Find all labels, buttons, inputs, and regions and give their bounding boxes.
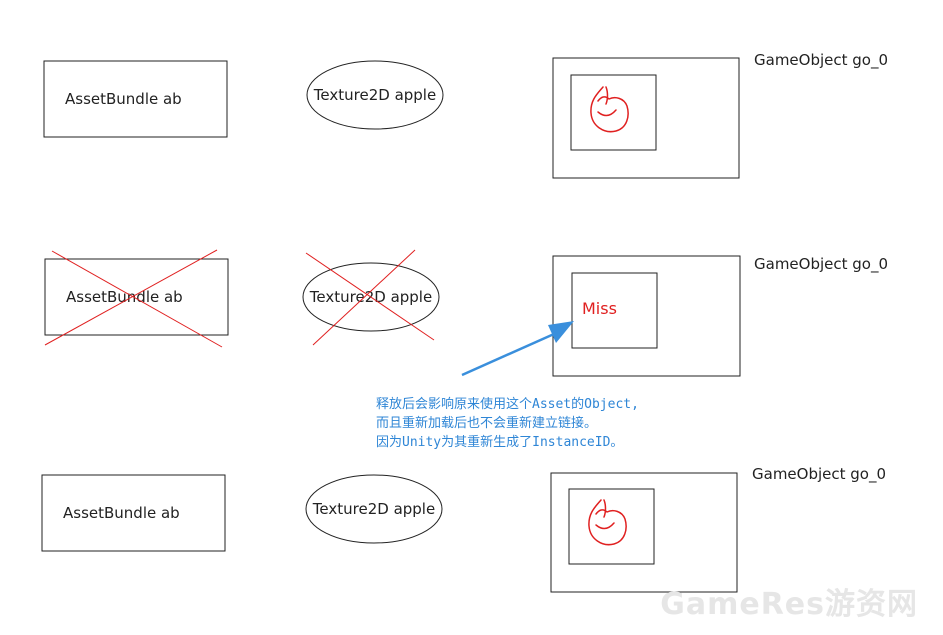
apple-icon: [590, 86, 629, 133]
assetbundle-label-1: AssetBundle ab: [65, 90, 182, 108]
assetbundle-box-1: [43, 60, 228, 138]
texture-ellipse-3: [305, 474, 443, 544]
row-3: AssetBundle ab Texture2D apple GameObjec…: [41, 465, 886, 593]
note-line-2: 而且重新加载后也不会重新建立链接。: [376, 415, 597, 431]
gameobject-outer-box-3: [550, 472, 738, 593]
texture-label-1: Texture2D apple: [313, 86, 436, 104]
gameobject-label-3: GameObject go_0: [752, 465, 886, 484]
arrow: [461, 321, 574, 377]
gameobject-outer-box-2: [552, 255, 741, 377]
explanation-note: 释放后会影响原来使用这个Asset的Object, 而且重新加载后也不会重新建立…: [376, 396, 639, 450]
row-1: AssetBundle ab Texture2D apple GameObjec…: [43, 51, 888, 179]
apple-icon: [588, 499, 627, 546]
assetbundle-label-2: AssetBundle ab: [66, 288, 183, 306]
gameobject-outer-box-1: [552, 57, 740, 179]
miss-label: Miss: [582, 299, 617, 318]
watermark-logo: GameRes游资网: [660, 587, 918, 622]
row-2: AssetBundle ab Texture2D apple Miss Game…: [44, 249, 888, 377]
cross-mark-texture: [305, 249, 435, 346]
texture-ellipse-1: [306, 60, 444, 130]
assetbundle-label-3: AssetBundle ab: [63, 504, 180, 522]
assetbundle-box-3: [41, 474, 226, 552]
note-line-1: 释放后会影响原来使用这个Asset的Object,: [376, 396, 639, 412]
texture-ellipse-2: [302, 262, 440, 332]
assetbundle-box-2: [44, 258, 229, 336]
note-line-3: 因为Unity为其重新生成了InstanceID。: [376, 434, 623, 450]
gameobject-inner-box-2: [571, 272, 658, 349]
gameobject-label-2: GameObject go_0: [754, 255, 888, 274]
gameobject-inner-box-1: [570, 74, 657, 151]
cross-mark-bundle: [44, 249, 223, 348]
gameobject-label-1: GameObject go_0: [754, 51, 888, 70]
texture-label-3: Texture2D apple: [312, 500, 435, 518]
gameobject-inner-box-3: [568, 488, 655, 565]
